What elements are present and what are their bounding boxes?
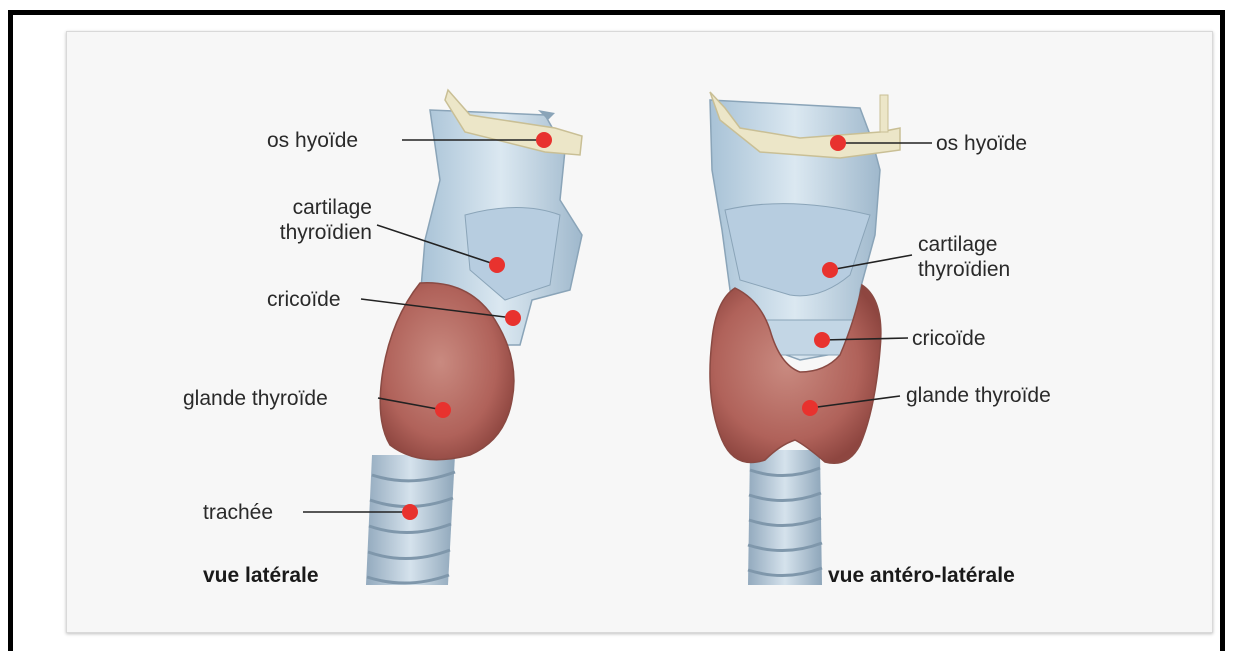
- label-trachea-lateral: trachée: [203, 500, 273, 525]
- label-cricoid-antero-lateral: cricoïde: [912, 326, 986, 351]
- label-thyroid-gland-antero-lateral: glande thyroïde: [906, 383, 1051, 408]
- thyroid-gland-marker-antero-lateral: [802, 400, 818, 416]
- cricoid-marker-lateral: [505, 310, 521, 326]
- thyroid-cartilage-marker-lateral: [489, 257, 505, 273]
- label-cricoid-lateral: cricoïde: [267, 287, 341, 312]
- label-thyroid-gland-lateral: glande thyroïde: [183, 386, 328, 411]
- thyroid-gland-marker-lateral: [435, 402, 451, 418]
- hyoid-marker-antero-lateral: [830, 135, 846, 151]
- label-hyoid-lateral: os hyoïde: [267, 128, 358, 153]
- trachea-marker-lateral: [402, 504, 418, 520]
- label-thyroid-cartilage-line1-antero-lateral: cartilage: [918, 232, 1010, 257]
- cricoid-marker-antero-lateral: [814, 332, 830, 348]
- label-thyroid-cartilage-line1-lateral: cartilage: [264, 195, 372, 220]
- thyroid-cartilage-marker-antero-lateral: [822, 262, 838, 278]
- label-hyoid-antero-lateral: os hyoïde: [936, 131, 1027, 156]
- label-thyroid-cartilage-line2-lateral: thyroïdien: [264, 220, 372, 245]
- label-thyroid-cartilage-line2-antero-lateral: thyroïdien: [918, 257, 1010, 282]
- label-thyroid-cartilage-lateral: cartilage thyroïdien: [264, 195, 372, 245]
- hyoid-marker-lateral: [536, 132, 552, 148]
- caption-lateral-view: vue latérale: [203, 564, 319, 588]
- caption-antero-lateral-view: vue antéro-latérale: [828, 564, 1015, 588]
- label-thyroid-cartilage-antero-lateral: cartilage thyroïdien: [918, 232, 1010, 282]
